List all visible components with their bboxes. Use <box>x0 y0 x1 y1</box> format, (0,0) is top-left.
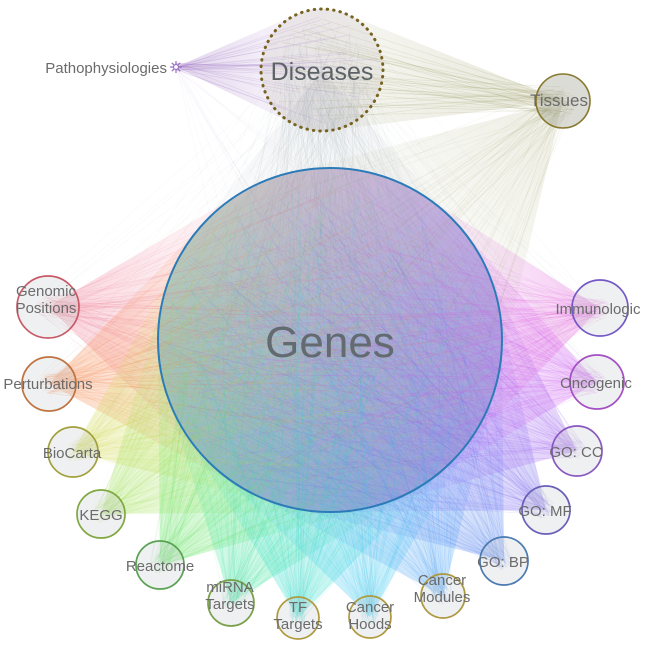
edges-kegg-genes <box>91 204 482 524</box>
edges-diseases-go-mf <box>293 17 556 518</box>
edges-diseases-kegg <box>90 34 339 519</box>
edges-diseases-genomic-positions <box>35 41 362 322</box>
edges-tf-targets-genes <box>173 189 479 625</box>
edges-go-cc-genes <box>164 178 587 496</box>
edges-cancer-modules-genes <box>170 174 492 605</box>
node-go-bp[interactable] <box>479 536 529 586</box>
node-kegg[interactable] <box>76 489 126 539</box>
edges-diseases-oncogenic <box>281 33 609 391</box>
node-genomic-positions[interactable] <box>16 275 80 339</box>
edges-diseases-go-bp <box>305 41 515 568</box>
label-kegg: KEGG <box>79 507 122 524</box>
label-tissues: Tissues <box>530 91 588 110</box>
label-diseases: Diseases <box>271 58 374 86</box>
node-genes[interactable] <box>157 167 503 513</box>
edges-diseases-cancer-hoods <box>288 34 379 624</box>
node-cancer-modules[interactable] <box>420 573 466 619</box>
edges-diseases-go-cc <box>302 30 581 459</box>
node-diseases[interactable] <box>259 7 385 133</box>
label-pathophysiologies: Pathophysiologies <box>45 60 167 77</box>
label-reactome: Reactome <box>126 558 194 575</box>
edges-diseases-reactome <box>149 15 371 577</box>
edges-diseases-mirna-targets <box>220 60 361 611</box>
label-go-bp: GO: BP <box>477 554 529 571</box>
node-mirna-targets[interactable] <box>207 579 255 627</box>
label-immunologic: Immunologic <box>555 301 641 318</box>
edges-patho-genes <box>172 64 456 484</box>
edges-diseases-perturbations <box>37 20 346 394</box>
node-biocarta[interactable] <box>47 426 99 478</box>
label-biocarta: BioCarta <box>43 445 102 462</box>
label-oncogenic: Oncogenic <box>560 375 632 392</box>
label-genes: Genes <box>265 318 395 367</box>
node-tissues[interactable] <box>535 73 591 129</box>
node-cancer-hoods[interactable] <box>348 595 392 639</box>
fan-patho-diseases <box>176 9 383 131</box>
edges-patho-diseases <box>171 16 378 124</box>
edges-go-bp-genes <box>167 185 514 571</box>
label-perturbations: Perturbations <box>3 376 92 393</box>
node-go-mf[interactable] <box>521 485 571 535</box>
label-go-cc: GO: CC <box>549 444 603 461</box>
edge-lines <box>35 15 611 628</box>
edges-go-mf-genes <box>184 194 556 519</box>
node-tf-targets[interactable] <box>276 596 320 640</box>
edges-biocarta-genes <box>64 182 489 494</box>
edges-diseases-immunologic <box>291 19 603 319</box>
node-reactome[interactable] <box>135 540 185 590</box>
node-pathophysiologies[interactable] <box>170 61 182 73</box>
edges-genomic-positions-genes <box>36 174 472 493</box>
edges-mirna-targets-genes <box>176 173 479 611</box>
node-immunologic[interactable] <box>571 279 629 337</box>
edges-reactome-genes <box>150 174 490 574</box>
label-go-mf: GO: MF <box>518 503 571 520</box>
edges-tissues-diseases <box>273 18 577 120</box>
edges-immunologic-genes <box>176 186 611 490</box>
node-oncogenic[interactable] <box>569 354 625 410</box>
fan-immunologic-genes <box>158 168 600 512</box>
node-circles <box>16 7 629 640</box>
node-perturbations[interactable] <box>21 356 77 412</box>
edges-diseases-tf-targets <box>288 55 364 628</box>
edges-diseases-genes <box>172 22 492 504</box>
edges-tissues-genes <box>176 85 579 477</box>
edges-oncogenic-genes <box>167 175 608 492</box>
node-go-cc[interactable] <box>551 425 603 477</box>
